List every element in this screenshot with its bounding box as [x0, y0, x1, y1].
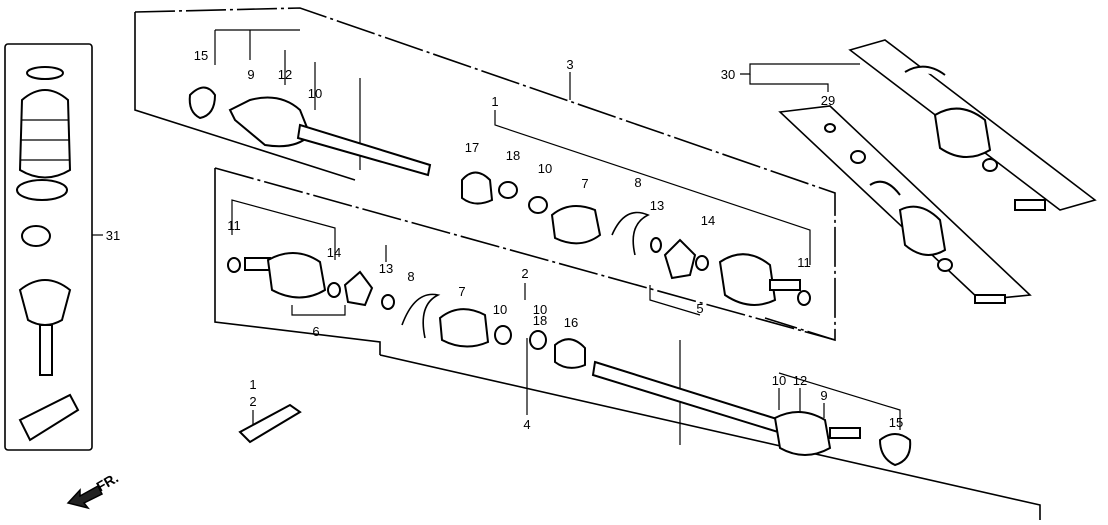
part-callout-labels: 15 9 12 10 3 1 17 18 10 7 8 13 14 11 11 …: [106, 48, 903, 432]
callout: 2: [521, 266, 528, 281]
callout: 7: [581, 176, 588, 191]
callout: 15: [889, 415, 903, 430]
callout: 18: [533, 313, 547, 328]
callout: 14: [701, 213, 715, 228]
grease-tube: [238, 403, 302, 444]
callout: 6: [312, 324, 319, 339]
callout: 1: [249, 377, 256, 392]
callout: 11: [797, 255, 811, 270]
callout: 7: [458, 284, 465, 299]
callout: 10: [308, 86, 322, 101]
callout: 9: [820, 388, 827, 403]
boot-kit-29-box: [778, 105, 1032, 304]
callout: 2: [249, 394, 256, 409]
callout: 17: [465, 140, 479, 155]
callout: 11: [227, 218, 241, 233]
boot-kit-31-box: [4, 43, 103, 451]
callout: 4: [523, 417, 530, 432]
callout: 3: [566, 57, 573, 72]
callout: 8: [634, 175, 641, 190]
callout: 16: [564, 315, 578, 330]
callout: 10: [533, 302, 547, 317]
callout: 10: [493, 302, 507, 317]
front-direction-indicator: FR.: [66, 469, 121, 510]
callout: 13: [650, 198, 664, 213]
callout: 8: [407, 269, 414, 284]
upper-assembly-frame: [134, 7, 836, 342]
callout: 13: [379, 261, 393, 276]
callout: 5: [696, 301, 703, 316]
callout: 10: [772, 373, 786, 388]
boot-kit-30-box: [740, 39, 1097, 211]
callout: 10: [538, 161, 552, 176]
callout: 15: [194, 48, 208, 63]
callout: 29: [821, 93, 835, 108]
callout: 9: [247, 67, 254, 82]
callout: 30: [721, 67, 735, 82]
callout: 1: [491, 94, 498, 109]
callout: 31: [106, 228, 120, 243]
callout: 12: [278, 67, 292, 82]
front-arrow-icon: [66, 484, 104, 510]
lower-assembly-frame: [214, 167, 1041, 520]
callout: 14: [327, 245, 341, 260]
callout: 12: [793, 373, 807, 388]
callout: 18: [506, 148, 520, 163]
